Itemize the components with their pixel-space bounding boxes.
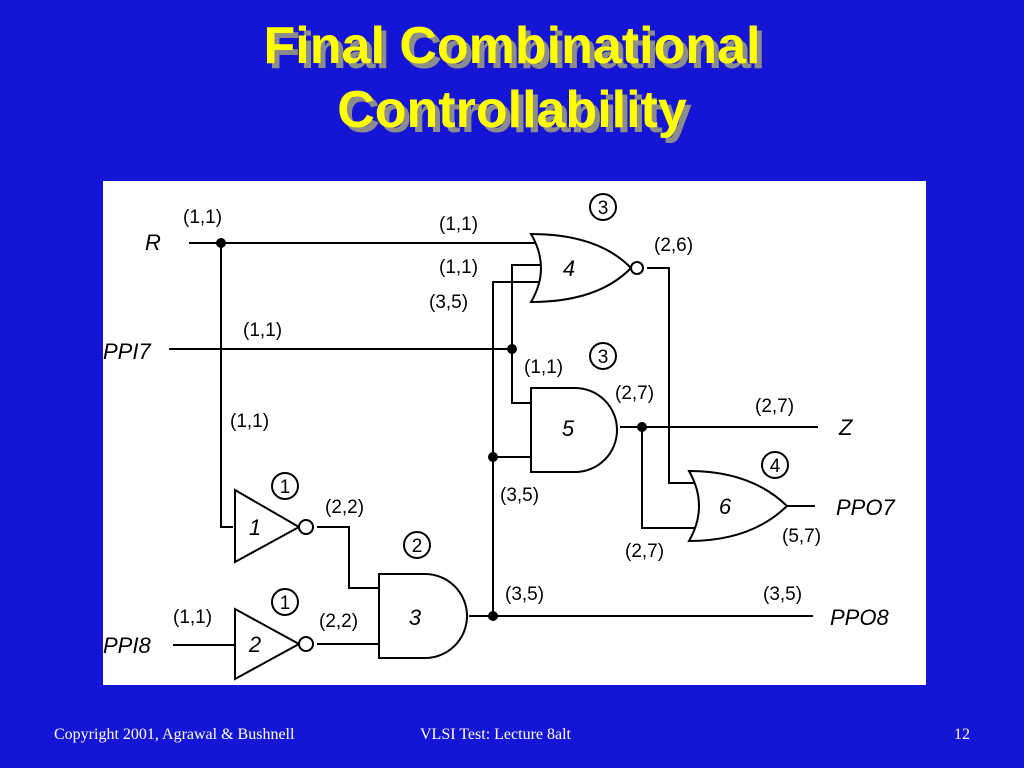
- wire-ppi7-to-g5: [511, 349, 531, 404]
- junction-dot: [488, 452, 498, 462]
- cc-label: (2,6): [654, 235, 693, 256]
- cc-label: (2,7): [755, 396, 794, 417]
- junction-dot: [488, 611, 498, 621]
- level-circle-g3: [403, 531, 431, 559]
- gate-label-3: 3: [409, 605, 422, 630]
- input-label-r: R: [145, 230, 161, 255]
- level-circles: [271, 193, 789, 616]
- and-gate-5: [530, 387, 618, 473]
- level-circle-g1: [271, 472, 299, 500]
- gate-label-4: 4: [563, 256, 575, 281]
- cc-label: (3,5): [505, 584, 544, 605]
- output-label-ppo8: PPO8: [830, 605, 889, 630]
- junction-dot: [637, 422, 647, 432]
- wire-ppi7-to-g4: [511, 264, 544, 349]
- not-gate-2: [234, 607, 302, 681]
- wire-g3-to-g4: [492, 281, 540, 616]
- inversion-bubble: [630, 261, 644, 275]
- level-circle-g2: [271, 588, 299, 616]
- level-number-g5: 3: [598, 347, 609, 368]
- gate-label-5: 5: [562, 416, 575, 441]
- level-numbers: 3 3 4 1 1 2: [280, 198, 781, 614]
- cc-label: (5,7): [782, 526, 821, 547]
- input-label-ppi7: PPI7: [103, 339, 151, 364]
- level-number-g6: 4: [770, 456, 781, 477]
- cc-label: (1,1): [439, 257, 478, 278]
- inversion-bubble: [298, 636, 314, 652]
- wire-g1-to-g3: [317, 526, 379, 589]
- junction-dot: [507, 344, 517, 354]
- cc-label: (2,2): [319, 611, 358, 632]
- cc-label: (2,7): [625, 541, 664, 562]
- gate-label-2: 2: [248, 632, 261, 657]
- cc-label: (1,1): [439, 214, 478, 235]
- cc-label: (2,2): [325, 497, 364, 518]
- cc-label: (3,5): [429, 292, 468, 313]
- gate-label-1: 1: [249, 515, 261, 540]
- cc-label: (2,7): [615, 383, 654, 404]
- footer-lecture: VLSI Test: Lecture 8alt: [420, 726, 571, 743]
- gates: [234, 232, 789, 681]
- inversion-bubble: [298, 519, 314, 535]
- level-circle-g6: [761, 451, 789, 479]
- gate-label-6: 6: [719, 494, 732, 519]
- wire-g4-to-g6: [647, 267, 700, 484]
- or-gate-6: [687, 469, 789, 543]
- not-gate-1: [234, 488, 302, 564]
- cc-label: (1,1): [230, 411, 269, 432]
- output-label-ppo7: PPO7: [836, 495, 895, 520]
- title-line-1: Final Combinational: [263, 17, 761, 75]
- cc-label: (1,1): [524, 357, 563, 378]
- footer-page-number: 12: [954, 726, 970, 743]
- wires: [169, 242, 818, 646]
- junction-dot: [216, 238, 226, 248]
- slide-title: Final Combinational Controllability: [0, 14, 1024, 142]
- wire-r-to-g1: [220, 243, 233, 528]
- cc-label: (1,1): [173, 607, 212, 628]
- circuit-panel: 3 3 4 1 1 2 4 5 6 1 2 3 R PPI7 PPI8 Z PP…: [103, 181, 926, 685]
- level-number-g3: 2: [412, 536, 423, 557]
- level-circle-g4: [589, 193, 617, 221]
- output-label-z: Z: [838, 415, 854, 440]
- input-label-ppi8: PPI8: [103, 633, 151, 658]
- controllability-labels: (1,1) (1,1) (1,1) (3,5) (1,1) (1,1) (1,1…: [173, 207, 821, 632]
- junctions: [216, 238, 647, 621]
- level-number-g4: 3: [598, 198, 609, 219]
- and-gate-3: [378, 573, 468, 659]
- io-labels: R PPI7 PPI8 Z PPO7 PPO8: [103, 230, 895, 658]
- title-line-2: Controllability: [337, 81, 687, 139]
- cc-label: (1,1): [243, 320, 282, 341]
- level-number-g2: 1: [280, 593, 291, 614]
- circuit-diagram: 3 3 4 1 1 2 4 5 6 1 2 3 R PPI7 PPI8 Z PP…: [103, 193, 895, 681]
- gate-labels: 4 5 6 1 2 3: [248, 256, 732, 657]
- level-circle-g5: [589, 342, 617, 370]
- cc-label: (3,5): [763, 584, 802, 605]
- level-number-g1: 1: [280, 477, 291, 498]
- cc-label: (1,1): [183, 207, 222, 228]
- wire-g5-to-g6: [641, 427, 700, 529]
- cc-label: (3,5): [500, 485, 539, 506]
- nor-gate-4: [529, 232, 633, 304]
- footer-copyright: Copyright 2001, Agrawal & Bushnell: [54, 726, 295, 743]
